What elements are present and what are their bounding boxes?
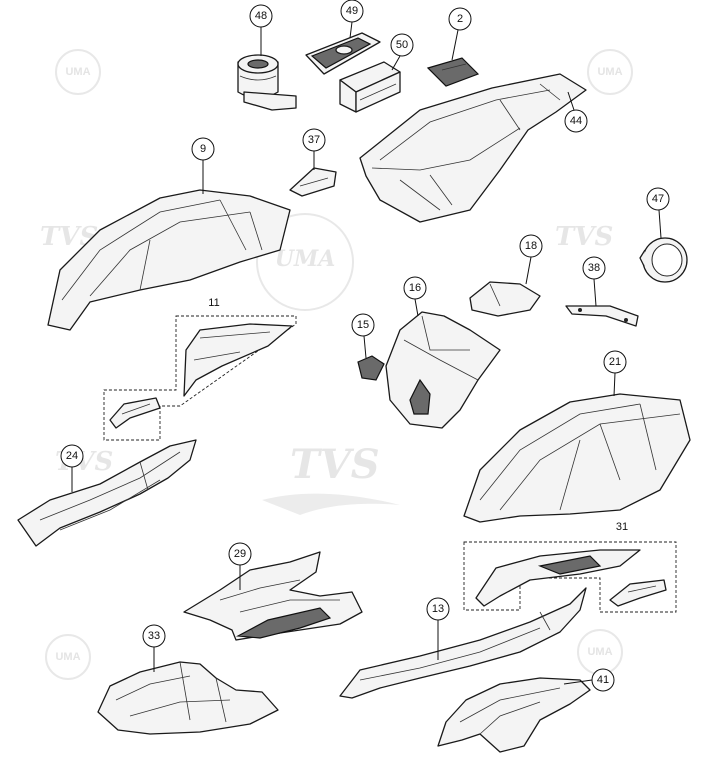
watermark-ring-center [256,213,354,311]
svg-text:2: 2 [457,13,463,25]
callout-33: 33 [142,624,166,672]
part-47-ring [639,237,688,283]
callout-47: 47 [646,187,670,239]
watermark-logo-center: UMA [275,246,336,272]
callout-15: 15 [351,313,375,359]
svg-text:29: 29 [234,548,246,560]
part-2-pad [426,57,480,87]
watermark-logo-br: UMA [587,646,612,658]
svg-text:9: 9 [200,143,206,155]
svg-text:15: 15 [357,319,369,331]
callout-44: 44 [564,91,588,133]
svg-text:47: 47 [652,193,664,205]
svg-text:13: 13 [432,603,444,615]
part-49-grille [305,32,381,75]
part-37-bracket [289,167,337,197]
part-33-under-cover [97,661,279,735]
svg-text:49: 49 [346,5,358,17]
part-9-side-cover [47,189,291,331]
watermark-ring-bl [45,634,91,680]
callout-37: 37 [302,128,326,170]
part-16-inner-cover [385,311,501,429]
group-31-box: 31 [463,521,677,613]
part-13-step-cover [339,587,587,699]
svg-text:48: 48 [255,10,267,22]
watermark-brand-center: TVS [290,441,380,488]
callout-29: 29 [228,542,252,590]
part-15-clip [357,355,385,381]
watermark-logo-bl: UMA [55,651,80,663]
part-41-fender [437,677,591,753]
group-31-label: 31 [616,521,628,533]
callout-24: 24 [60,444,84,492]
part-48-cap [237,54,297,111]
svg-text:24: 24 [66,450,78,462]
group-11-box: 11 [103,297,297,441]
callout-41: 41 [563,668,615,692]
watermark-ring-tr [587,49,633,95]
part-24-step-cover [17,439,197,547]
svg-text:41: 41 [597,674,609,686]
callout-49: 49 [340,0,364,39]
svg-text:50: 50 [396,39,408,51]
svg-text:38: 38 [588,262,600,274]
callout-18: 18 [519,234,543,285]
part-18-cover [469,281,541,317]
callout-50: 50 [390,33,414,71]
callout-38: 38 [582,256,606,307]
group-11-label: 11 [208,297,219,309]
svg-text:18: 18 [525,240,537,252]
callout-13: 13 [426,597,450,660]
watermark-brand-right: TVS [555,222,613,252]
watermark-swoosh [262,493,400,515]
watermark-layer: TVS TVS TVS TVS TVS UMA UMA UMA UMA UMA [40,49,633,680]
part-21-side-cover [463,393,691,523]
svg-text:16: 16 [409,282,421,294]
part-38-bracket [565,305,639,327]
callout-16: 16 [403,276,427,317]
callout-9: 9 [191,137,215,194]
watermark-logo-tr: UMA [597,66,622,78]
watermark-ring-tl [55,49,101,95]
callout-2: 2 [448,7,472,61]
svg-text:37: 37 [308,134,320,146]
svg-text:33: 33 [148,630,160,642]
svg-text:44: 44 [570,115,582,127]
callout-21: 21 [603,350,627,397]
part-44-storage-box [359,73,587,223]
watermark-logo-tl: UMA [65,66,90,78]
part-29-floor-panel [183,551,363,641]
callout-48: 48 [249,4,273,56]
part-50-box [339,61,401,113]
svg-text:21: 21 [609,356,621,368]
